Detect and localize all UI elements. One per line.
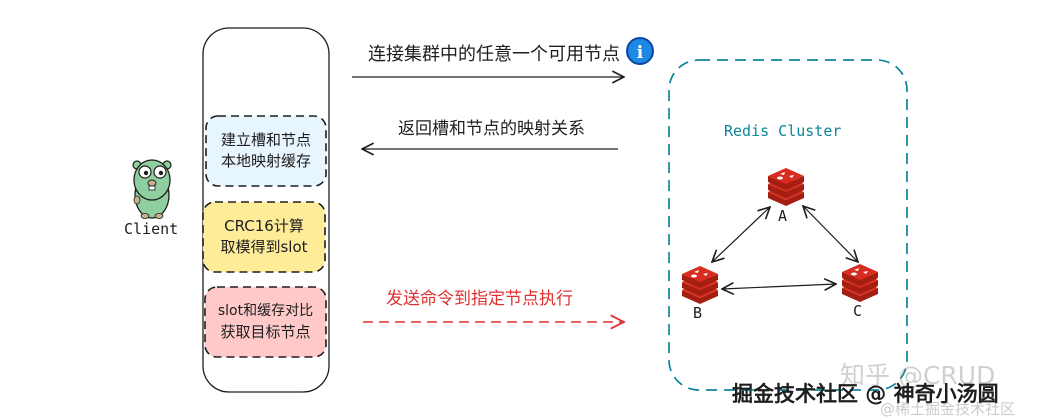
juejin-watermark: 掘金技术社区 @ 神奇小汤圆 xyxy=(732,382,999,406)
step-1-text: 建立槽和节点 本地映射缓存 xyxy=(206,130,326,172)
step-1-line-2: 本地映射缓存 xyxy=(220,152,311,170)
step-2-line-2: 取模得到slot xyxy=(220,238,308,256)
connect-label: 连接集群中的任意一个可用节点 xyxy=(368,44,620,65)
step-box-2 xyxy=(202,201,326,273)
gopher-icon xyxy=(132,159,172,219)
step-box-1 xyxy=(205,115,327,187)
link-a-b xyxy=(712,207,770,262)
link-a-c xyxy=(803,206,858,262)
step-3-text: slot和缓存对比 获取目标节点 xyxy=(203,301,328,343)
step-3-line-1: slot和缓存对比 xyxy=(217,303,314,319)
redis-icon-node-a xyxy=(768,168,804,206)
step-box-3 xyxy=(204,286,327,358)
redis-icon-node-c xyxy=(842,264,878,302)
juejin-faint-watermark: @稀土掘金技术社区 xyxy=(880,400,1016,418)
step-1-line-1: 建立槽和节点 xyxy=(220,131,311,149)
redis-icon-node-b xyxy=(682,266,718,304)
cluster-title: Redis Cluster xyxy=(724,122,842,140)
zhihu-watermark: 知乎 @CRUD xyxy=(840,361,996,390)
step-2-line-1: CRC16计算 xyxy=(224,217,304,235)
step-3-line-2: 获取目标节点 xyxy=(220,323,311,341)
step-2-text: CRC16计算 取模得到slot xyxy=(203,216,325,258)
client-label: Client xyxy=(124,220,179,238)
node-a-label: A xyxy=(778,207,788,225)
link-b-c xyxy=(722,284,836,289)
info-icon: i xyxy=(626,37,654,65)
send-command-label: 发送命令到指定节点执行 xyxy=(386,289,573,309)
redis-cluster-boundary xyxy=(668,59,908,391)
node-c-label: C xyxy=(853,302,863,320)
return-mapping-label: 返回槽和节点的映射关系 xyxy=(398,119,585,139)
node-b-label: B xyxy=(693,304,703,322)
